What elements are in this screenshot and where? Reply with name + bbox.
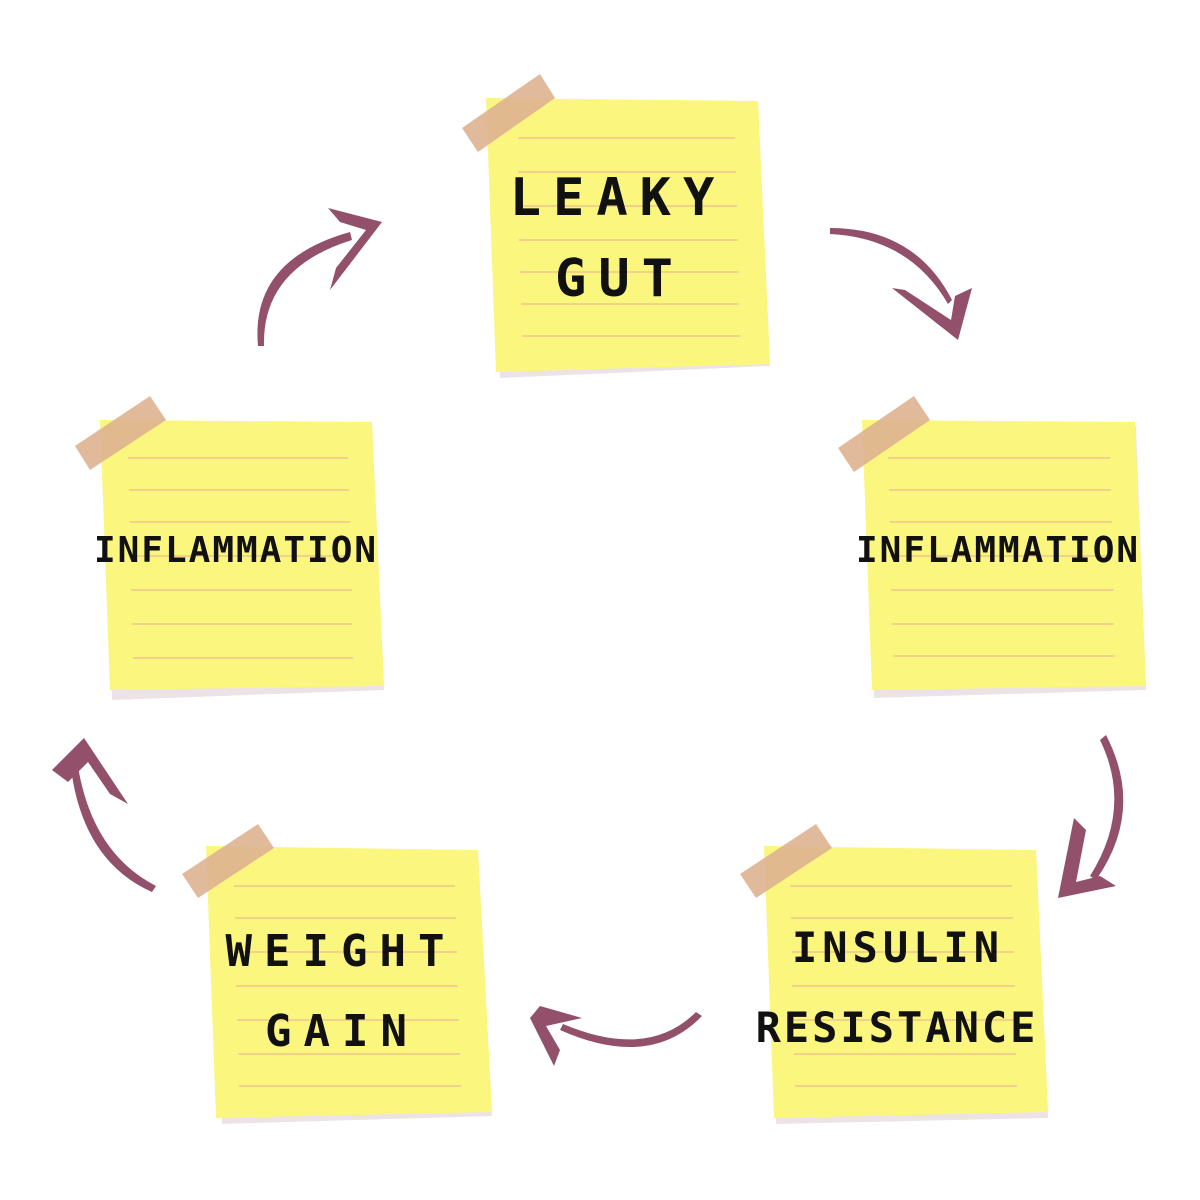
note-leaky-gut: LEAKY GUT [462, 74, 770, 378]
tape-strip [75, 396, 166, 470]
note-label: GAIN [265, 1006, 419, 1057]
note-label: INFLAMMATION [856, 530, 1140, 571]
arrow-icon [52, 738, 156, 892]
note-label: INSULIN [792, 923, 1004, 972]
tape-strip [182, 824, 274, 898]
note-label: LEAKY [510, 168, 727, 228]
tape-strip [740, 824, 832, 898]
arrow-icon [830, 228, 972, 340]
arrow-icon [530, 1006, 702, 1066]
note-inflammation-left: INFLAMMATION [75, 396, 384, 700]
arrow-icon [257, 208, 382, 346]
note-weight-gain: WEIGHT GAIN [182, 824, 492, 1124]
note-label: RESISTANCE [756, 1003, 1039, 1052]
note-inflammation-right: INFLAMMATION [838, 396, 1146, 698]
tape-strip [838, 396, 930, 472]
tape-strip [462, 74, 555, 152]
note-label: INFLAMMATION [94, 530, 378, 571]
note-label: WEIGHT [226, 926, 457, 977]
arrow-icon [1058, 735, 1124, 898]
note-label: GUT [555, 249, 685, 309]
note-insulin-resistance: INSULIN RESISTANCE [740, 824, 1048, 1124]
